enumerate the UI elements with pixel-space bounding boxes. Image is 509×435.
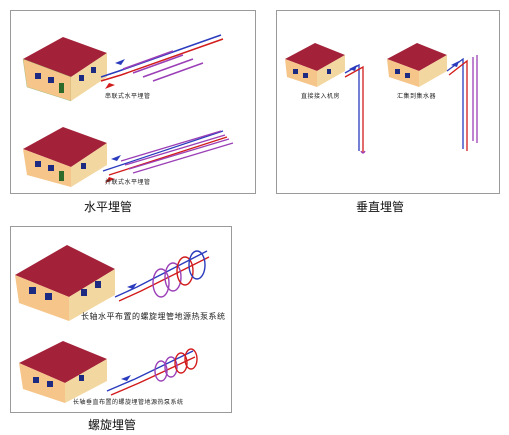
vertical-borehole-pipe (446, 55, 478, 151)
long-axis-vertical-label: 长轴垂直布置的螺旋埋管地源热泵系统 (73, 399, 184, 406)
house-icon (387, 43, 447, 87)
series-loop-label: 串联式水平埋管 (105, 93, 151, 100)
horizontal-loop-panel: 串联式水平埋管 并联式水平埋管 (10, 10, 256, 194)
spiral-loop-panel: 长轴水平布置的螺旋埋管地源热泵系统 长轴垂直布置的螺旋埋管地源热泵系统 (10, 226, 232, 413)
horizontal-loop-illustration (22, 34, 234, 187)
series-pipe (100, 34, 224, 82)
spiral-coil (114, 250, 210, 302)
arrow-icon (105, 177, 115, 183)
house-icon (285, 43, 345, 87)
direct-connection-label: 直接接入机房 (301, 93, 341, 100)
house-icon (19, 341, 107, 403)
arrow-icon (115, 59, 125, 65)
manifold-label: 汇集到集水器 (397, 93, 437, 100)
arrow-icon (127, 283, 137, 289)
house-icon (15, 245, 115, 321)
vertical-loop-illustration (285, 43, 478, 154)
vertical-borehole-pipe (344, 63, 366, 154)
parallel-loop-label: 并联式水平埋管 (105, 179, 151, 186)
spiral-loop-caption: 螺旋埋管 (88, 418, 137, 432)
arrow-icon (105, 83, 115, 89)
house-icon (23, 127, 107, 187)
arrow-icon (121, 375, 131, 381)
spiral-loop-illustration (15, 245, 210, 403)
long-axis-horizontal-label: 长轴水平布置的螺旋埋管地源热泵系统 (81, 312, 226, 321)
house-icon (22, 37, 107, 102)
vertical-loop-panel: 直接接入机房 汇集到集水器 (276, 10, 500, 194)
arrow-icon (451, 61, 459, 67)
spiral-coil (106, 348, 198, 396)
arrow-icon (349, 65, 357, 71)
vertical-loop-caption: 垂直埋管 (356, 200, 405, 214)
arrow-icon (111, 155, 121, 161)
horizontal-loop-caption: 水平埋管 (84, 200, 133, 214)
parallel-pipe (102, 130, 234, 176)
